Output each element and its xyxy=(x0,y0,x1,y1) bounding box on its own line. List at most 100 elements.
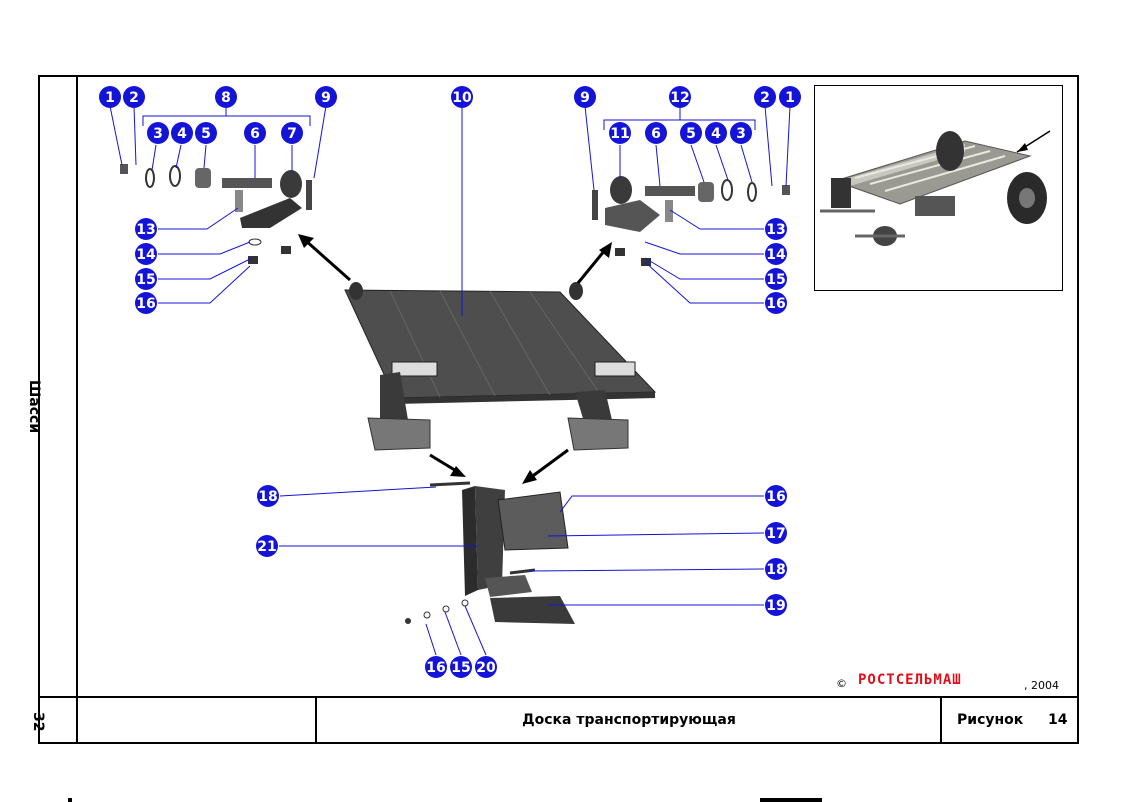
callout-13: 13 xyxy=(135,218,157,240)
callout-9: 9 xyxy=(315,86,337,108)
callout-label: 15 xyxy=(136,272,155,288)
callout-label: 6 xyxy=(651,126,661,142)
callout-label: 5 xyxy=(201,126,211,142)
callout-label: 15 xyxy=(451,660,470,676)
title-block-separator xyxy=(940,696,942,744)
callout-17: 17 xyxy=(765,522,787,544)
callout-circle xyxy=(754,86,776,108)
callout-circle xyxy=(680,122,702,144)
scan-mark xyxy=(760,798,822,802)
callout-13: 13 xyxy=(765,218,787,240)
callout-3: 3 xyxy=(147,122,169,144)
callout-label: 9 xyxy=(580,90,590,106)
callout-15: 15 xyxy=(765,268,787,290)
callout-circle xyxy=(765,558,787,580)
callout-16: 16 xyxy=(765,485,787,507)
callout-circle xyxy=(257,485,279,507)
callout-label: 18 xyxy=(258,489,277,505)
callout-circle xyxy=(645,122,667,144)
callout-circle xyxy=(765,594,787,616)
callout-16: 16 xyxy=(135,292,157,314)
figure-label: Рисунок xyxy=(957,712,1024,728)
callout-circle xyxy=(450,656,472,678)
callout-21: 21 xyxy=(256,535,278,557)
copyright-year: , 2004 xyxy=(1024,679,1059,692)
callout-label: 13 xyxy=(766,222,785,238)
callout-2: 2 xyxy=(123,86,145,108)
callout-label: 3 xyxy=(153,126,163,142)
callout-circle xyxy=(765,268,787,290)
callout-circle xyxy=(669,86,691,108)
title-block-separator xyxy=(315,696,317,744)
callout-label: 4 xyxy=(711,126,721,142)
callout-circle xyxy=(123,86,145,108)
callout-label: 14 xyxy=(136,247,156,263)
callout-3: 3 xyxy=(730,122,752,144)
callout-label: 1 xyxy=(785,90,795,106)
callout-14: 14 xyxy=(135,243,157,265)
callout-circle xyxy=(765,218,787,240)
callout-7: 7 xyxy=(281,122,303,144)
callout-circle xyxy=(256,535,278,557)
scan-mark xyxy=(68,798,72,802)
callout-circle xyxy=(475,656,497,678)
direction-arrows xyxy=(298,234,612,484)
callout-circle xyxy=(451,86,473,108)
callout-label: 8 xyxy=(221,90,231,106)
callout-label: 17 xyxy=(766,526,785,542)
callout-circle xyxy=(99,86,121,108)
callout-circle xyxy=(779,86,801,108)
callout-label: 16 xyxy=(766,296,785,312)
bracket-assembly xyxy=(405,481,575,624)
callout-circle xyxy=(425,656,447,678)
callout-label: 16 xyxy=(766,489,785,505)
callout-2: 2 xyxy=(754,86,776,108)
callout-label: 6 xyxy=(250,126,260,142)
copyright-symbol: © xyxy=(836,677,847,690)
callout-circle xyxy=(730,122,752,144)
callout-16: 16 xyxy=(425,656,447,678)
callout-16: 16 xyxy=(765,292,787,314)
callout-label: 4 xyxy=(177,126,187,142)
callout-label: 2 xyxy=(129,90,139,106)
callout-circle xyxy=(765,522,787,544)
document-title: Доска транспортирующая xyxy=(522,712,736,728)
machine-photo xyxy=(814,85,1063,291)
callout-5: 5 xyxy=(195,122,217,144)
callout-label: 18 xyxy=(766,562,785,578)
callout-10: 10 xyxy=(451,86,473,108)
callout-label: 14 xyxy=(766,247,786,263)
callout-6: 6 xyxy=(645,122,667,144)
callout-label: 12 xyxy=(670,90,689,106)
callout-circle xyxy=(215,86,237,108)
callout-label: 10 xyxy=(452,90,472,106)
callout-circle xyxy=(609,122,631,144)
callout-circle xyxy=(765,292,787,314)
callout-circle xyxy=(195,122,217,144)
callout-11: 11 xyxy=(609,122,631,144)
side-strip xyxy=(38,75,78,744)
callout-20: 20 xyxy=(475,656,497,678)
callout-15: 15 xyxy=(135,268,157,290)
callout-circle xyxy=(147,122,169,144)
right-pivot-assembly xyxy=(592,176,790,266)
callout-19: 19 xyxy=(765,594,787,616)
callout-18: 18 xyxy=(765,558,787,580)
callout-label: 2 xyxy=(760,90,770,106)
callout-circle xyxy=(765,243,787,265)
callout-label: 21 xyxy=(257,539,276,555)
callout-circle xyxy=(135,292,157,314)
callout-9: 9 xyxy=(574,86,596,108)
callout-circle xyxy=(765,485,787,507)
callout-label: 20 xyxy=(476,660,496,676)
callout-circle xyxy=(135,268,157,290)
callout-circle xyxy=(705,122,727,144)
callout-14: 14 xyxy=(765,243,787,265)
callout-circle xyxy=(135,243,157,265)
callout-5: 5 xyxy=(680,122,702,144)
callout-circle xyxy=(171,122,193,144)
callout-label: 11 xyxy=(610,126,629,142)
main-board xyxy=(344,282,657,451)
